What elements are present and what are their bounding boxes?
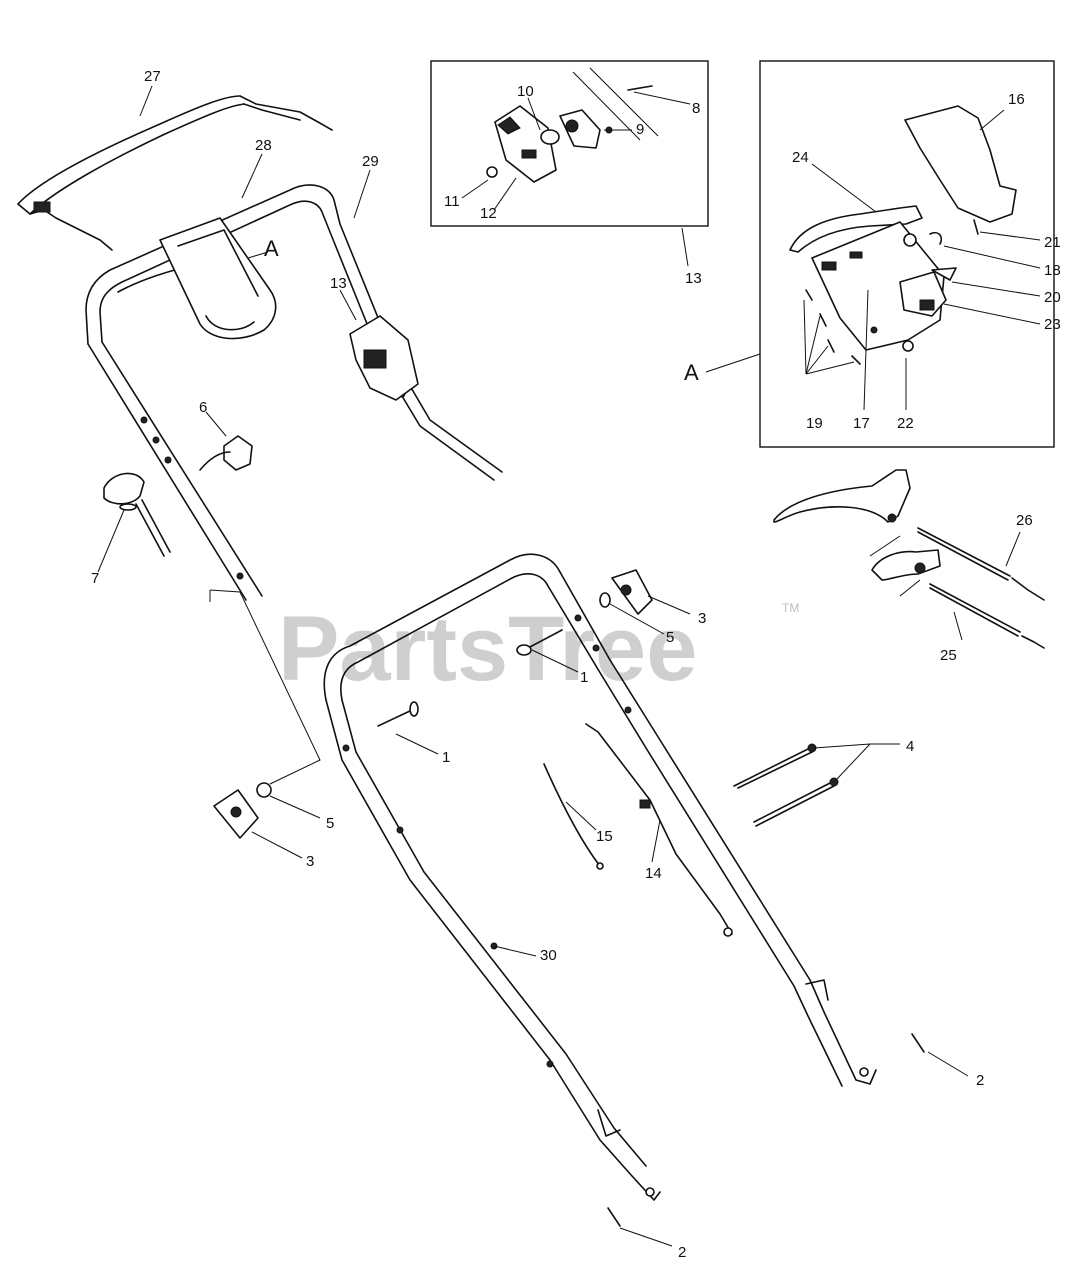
- inset-13-frame: [430, 60, 709, 227]
- callout-14: 14: [645, 865, 662, 882]
- callout-22: 22: [897, 415, 914, 432]
- callout-3-top: 3: [698, 610, 706, 627]
- callout-3-left: 3: [306, 853, 314, 870]
- callout-2-bottom: 2: [678, 1244, 686, 1261]
- control-bail-bracket-drawing: [789, 105, 1017, 365]
- callout-a-handle: A: [264, 236, 279, 261]
- callout-27: 27: [144, 68, 161, 85]
- callout-1-mid: 1: [442, 749, 450, 766]
- callout-21: 21: [1044, 234, 1061, 251]
- inset-a-frame: [759, 60, 1055, 448]
- callout-13-inset: 13: [685, 270, 702, 287]
- callout-16: 16: [1008, 91, 1025, 108]
- callout-23: 23: [1044, 316, 1061, 333]
- bail-and-cables-drawing: [773, 469, 1045, 649]
- callout-1-top: 1: [580, 669, 588, 686]
- callout-19: 19: [806, 415, 823, 432]
- leader-lines: [97, 85, 1041, 1247]
- callout-12: 12: [480, 205, 497, 222]
- callout-30: 30: [540, 947, 557, 964]
- watermark-trademark: TM: [782, 601, 799, 615]
- callout-24: 24: [792, 149, 809, 166]
- callout-26: 26: [1016, 512, 1033, 529]
- callout-13-main: 13: [330, 275, 347, 292]
- callout-2-right: 2: [976, 1072, 984, 1089]
- callout-11: 11: [444, 193, 460, 210]
- callout-5-left: 5: [326, 815, 334, 832]
- callout-labels: 27 28 29 A 13 6 7 10 8 9 11 12 13 16 24 …: [91, 68, 1061, 1261]
- callout-6: 6: [199, 399, 207, 416]
- callout-10: 10: [517, 83, 534, 100]
- callout-20: 20: [1044, 289, 1061, 306]
- upper-handle-drawing: [17, 95, 503, 601]
- callout-18: 18: [1044, 262, 1061, 279]
- callout-17: 17: [853, 415, 870, 432]
- callout-4: 4: [906, 738, 914, 755]
- callout-7: 7: [91, 570, 99, 587]
- lower-handle-drawing: [209, 553, 925, 1227]
- callout-29: 29: [362, 153, 379, 170]
- callout-5-top: 5: [666, 629, 674, 646]
- watermark-text: PartsTree: [278, 598, 697, 700]
- callout-15: 15: [596, 828, 613, 845]
- cable-guide-assembly-drawing: [486, 67, 659, 183]
- callout-a-inset: A: [684, 360, 699, 385]
- callout-25: 25: [940, 647, 957, 664]
- callout-9: 9: [636, 121, 644, 138]
- callout-8: 8: [692, 100, 700, 117]
- callout-28: 28: [255, 137, 272, 154]
